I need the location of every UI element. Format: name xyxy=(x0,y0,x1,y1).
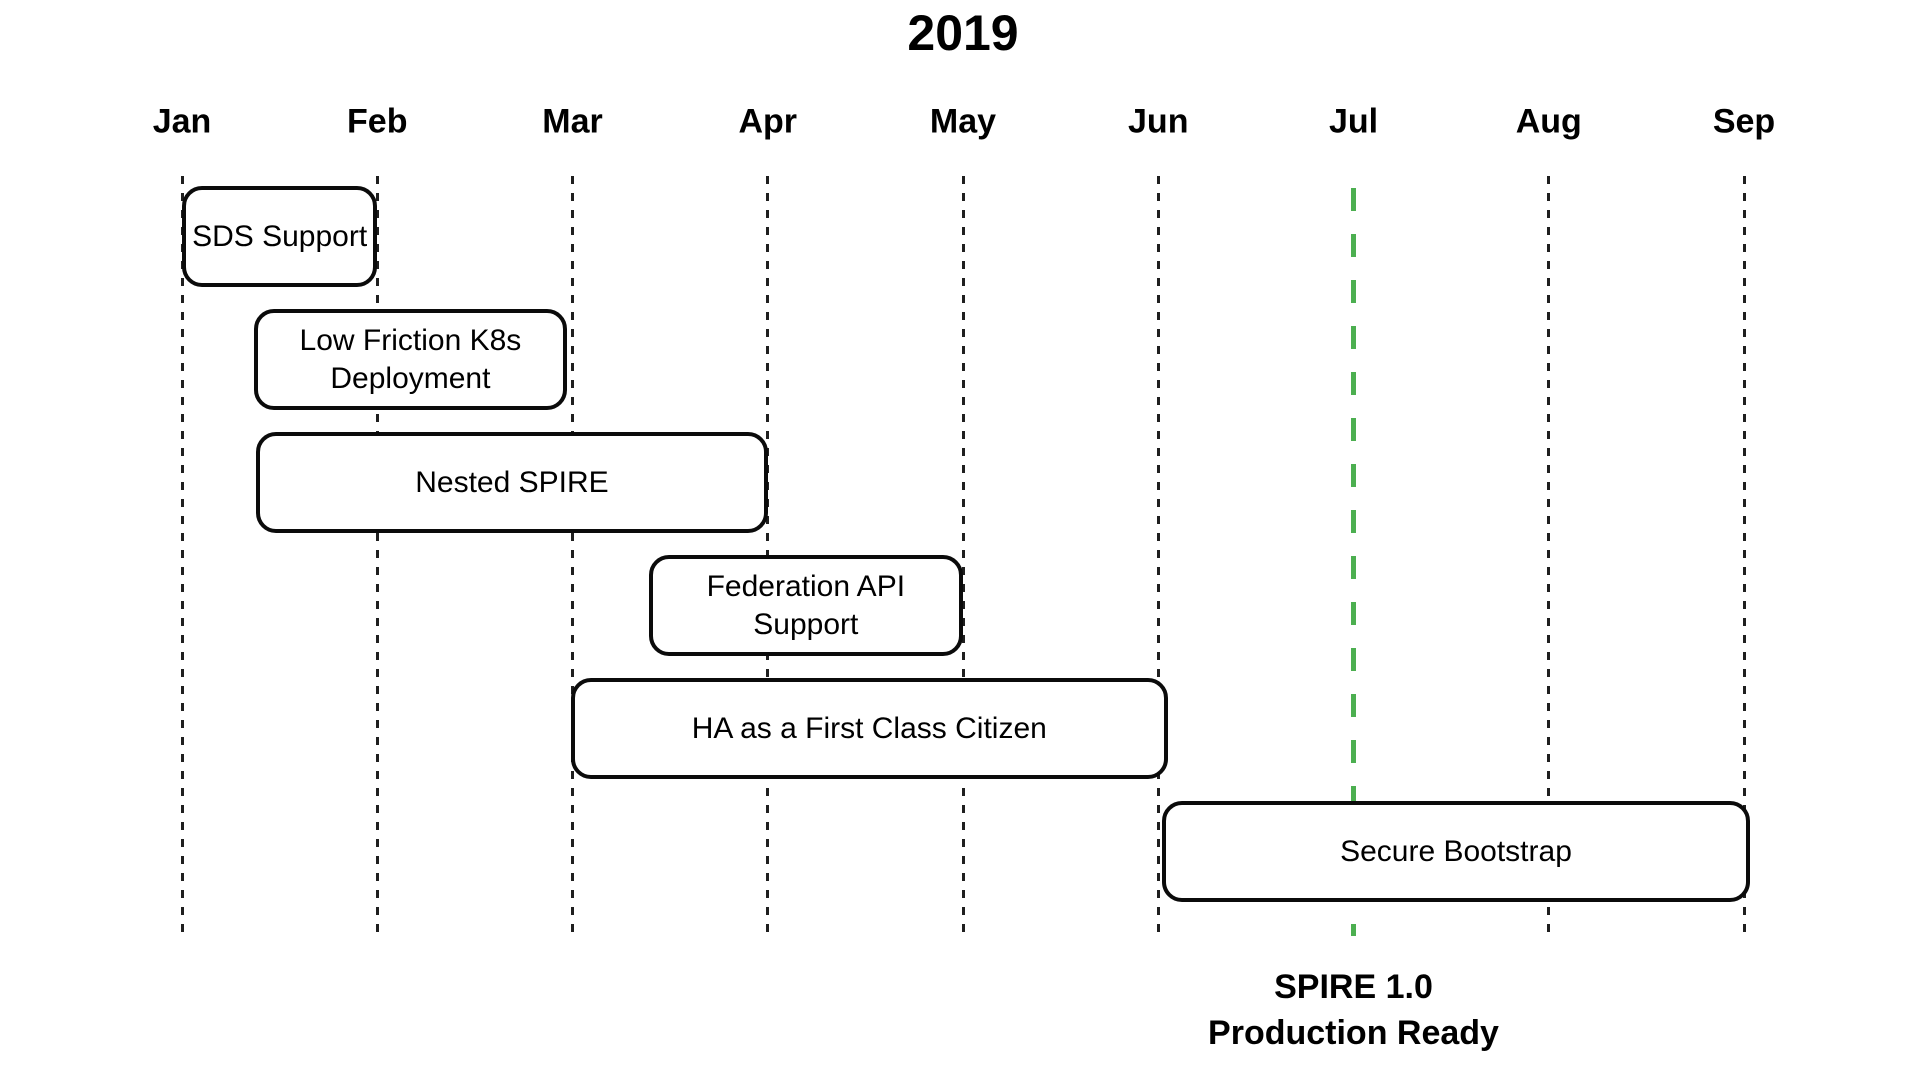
month-label: Jun xyxy=(1128,102,1189,141)
task-bar: Secure Bootstrap xyxy=(1162,801,1750,902)
task-label: HA as a First Class Citizen xyxy=(691,711,1047,745)
chart-title: 2019 xyxy=(907,5,1019,61)
month-label: Mar xyxy=(542,102,603,141)
month-label: Feb xyxy=(347,102,408,141)
month-label: Apr xyxy=(738,102,798,141)
task-bar: HA as a First Class Citizen xyxy=(570,678,1168,779)
task-bar: SDS Support xyxy=(182,186,378,287)
month-gridline xyxy=(571,176,574,941)
milestone-label: SPIRE 1.0 Production Ready xyxy=(1208,968,1499,1053)
milestone-gridline xyxy=(1351,188,1356,936)
task-label: Nested SPIRE xyxy=(415,465,609,499)
task-label: Low Friction K8s Deployment xyxy=(299,323,522,395)
month-label: May xyxy=(929,102,997,141)
month-gridline xyxy=(375,176,379,941)
month-gridline xyxy=(1156,176,1160,941)
month-label: Jan xyxy=(152,102,212,141)
task-label: Federation API Support xyxy=(706,569,906,641)
task-bar: Low Friction K8s Deployment xyxy=(254,309,567,410)
month-gridline xyxy=(1742,176,1746,941)
task-bar: Nested SPIRE xyxy=(256,432,768,533)
month-gridline xyxy=(180,176,184,941)
month-label: Aug xyxy=(1515,102,1582,141)
task-label: SDS Support xyxy=(192,219,368,253)
task-label: Secure Bootstrap xyxy=(1340,834,1572,868)
month-gridline xyxy=(1547,176,1551,941)
month-label: Jul xyxy=(1328,102,1379,141)
task-bar: Federation API Support xyxy=(648,555,963,656)
month-label: Sep xyxy=(1712,102,1776,141)
month-gridline xyxy=(961,176,965,941)
